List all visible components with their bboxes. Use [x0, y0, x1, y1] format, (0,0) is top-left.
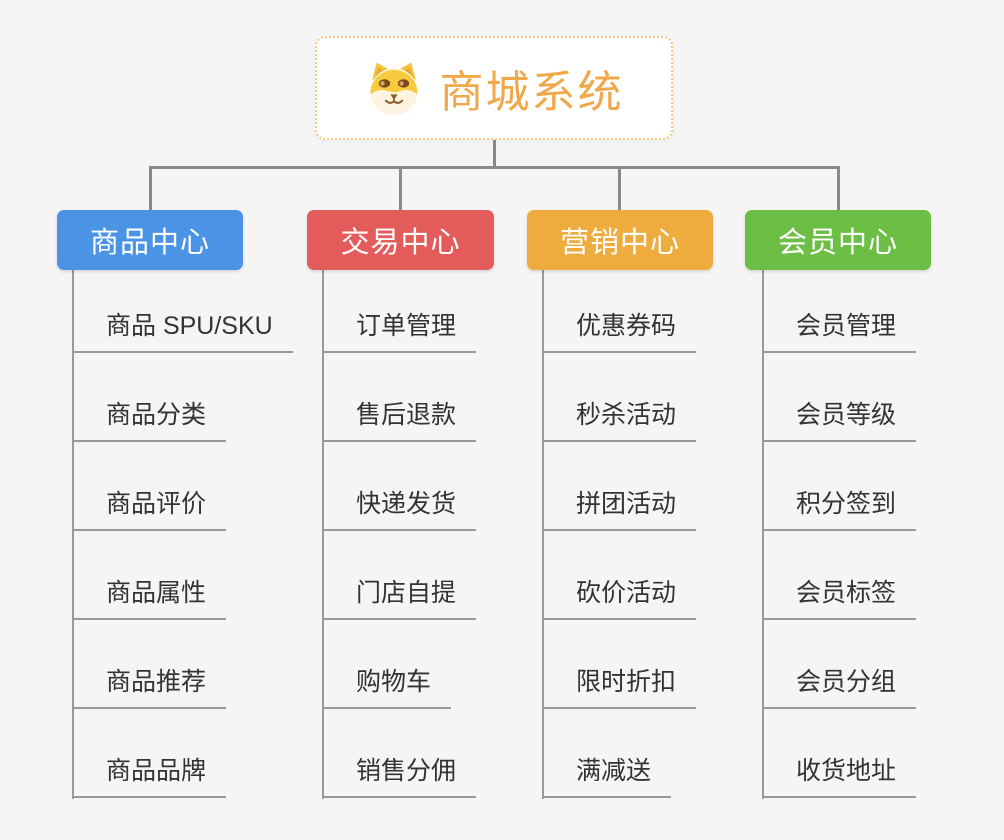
mindmap-node[interactable]: 砍价活动	[542, 531, 782, 620]
node-label: 秒杀活动	[542, 395, 697, 442]
mindmap-node[interactable]: 商品品牌	[72, 709, 312, 798]
connector-root-stub	[493, 140, 496, 167]
mindmap-node[interactable]: 限时折扣	[542, 620, 782, 709]
connector-branch-stub	[618, 169, 621, 210]
mindmap-node[interactable]: 商品属性	[72, 531, 312, 620]
branch-items-trade: 订单管理 售后退款 快递发货 门店自提 购物车 销售分佣	[322, 270, 562, 798]
branch-items-marketing: 优惠券码 秒杀活动 拼团活动 砍价活动 限时折扣 满减送	[542, 270, 782, 798]
node-label: 收货地址	[762, 751, 917, 798]
mindmap-node[interactable]: 拼团活动	[542, 442, 782, 531]
root-title: 商城系统	[439, 68, 624, 117]
node-label: 会员标签	[762, 573, 917, 620]
mindmap-node[interactable]: 销售分佣	[322, 709, 562, 798]
mindmap-node[interactable]: 秒杀活动	[542, 353, 782, 442]
node-label: 优惠券码	[542, 306, 697, 353]
mindmap-node[interactable]: 商品推荐	[72, 620, 312, 709]
mindmap-node[interactable]: 售后退款	[322, 353, 562, 442]
mindmap-node[interactable]: 会员分组	[762, 620, 1002, 709]
mindmap-node[interactable]: 会员标签	[762, 531, 1002, 620]
node-label: 商品属性	[72, 573, 227, 620]
connector-column-line	[762, 270, 764, 799]
mindmap-node[interactable]: 收货地址	[762, 709, 1002, 798]
node-label: 商品品牌	[72, 751, 227, 798]
node-label: 积分签到	[762, 484, 917, 531]
connector-column-line	[322, 270, 324, 799]
connector-horizontal	[149, 166, 840, 169]
mindmap-node[interactable]: 会员管理	[762, 270, 1002, 353]
connector-column-line	[72, 270, 74, 799]
root-node[interactable]: 商城系统	[315, 36, 673, 140]
node-label: 会员等级	[762, 395, 917, 442]
node-label: 会员管理	[762, 306, 917, 353]
mindmap-node[interactable]: 快递发货	[322, 442, 562, 531]
mindmap-node[interactable]: 商品 SPU/SKU	[72, 270, 312, 353]
mindmap-node[interactable]: 购物车	[322, 620, 562, 709]
node-label: 拼团活动	[542, 484, 697, 531]
mindmap-node[interactable]: 积分签到	[762, 442, 1002, 531]
node-label: 售后退款	[322, 395, 477, 442]
connector-branch-stub	[837, 169, 840, 210]
branch-items-product: 商品 SPU/SKU 商品分类 商品评价 商品属性 商品推荐 商品品牌	[72, 270, 312, 798]
node-label: 商品分类	[72, 395, 227, 442]
node-label: 订单管理	[322, 306, 477, 353]
node-label: 购物车	[322, 662, 452, 709]
node-label: 满减送	[542, 751, 672, 798]
mindmap-node[interactable]: 商品分类	[72, 353, 312, 442]
node-label: 会员分组	[762, 662, 917, 709]
dog-face-icon	[365, 59, 423, 117]
branch-box-product-center[interactable]: 商品中心	[57, 210, 243, 270]
node-label: 商品评价	[72, 484, 227, 531]
node-label: 商品推荐	[72, 662, 227, 709]
branch-box-trade-center[interactable]: 交易中心	[307, 210, 494, 270]
connector-branch-stub	[399, 169, 402, 210]
mindmap-node[interactable]: 会员等级	[762, 353, 1002, 442]
mindmap-node[interactable]: 订单管理	[322, 270, 562, 353]
connector-branch-stub	[149, 169, 152, 210]
node-label: 销售分佣	[322, 751, 477, 798]
branch-items-member: 会员管理 会员等级 积分签到 会员标签 会员分组 收货地址	[762, 270, 1002, 798]
node-label: 快递发货	[322, 484, 477, 531]
mindmap-node[interactable]: 优惠券码	[542, 270, 782, 353]
node-label: 商品 SPU/SKU	[72, 306, 293, 353]
connector-column-line	[542, 270, 544, 799]
mindmap-node[interactable]: 商品评价	[72, 442, 312, 531]
node-label: 门店自提	[322, 573, 477, 620]
branch-box-member-center[interactable]: 会员中心	[745, 210, 931, 270]
node-label: 限时折扣	[542, 662, 697, 709]
mindmap-node[interactable]: 门店自提	[322, 531, 562, 620]
mindmap-node[interactable]: 满减送	[542, 709, 782, 798]
branch-box-marketing-center[interactable]: 营销中心	[527, 210, 713, 270]
node-label: 砍价活动	[542, 573, 697, 620]
